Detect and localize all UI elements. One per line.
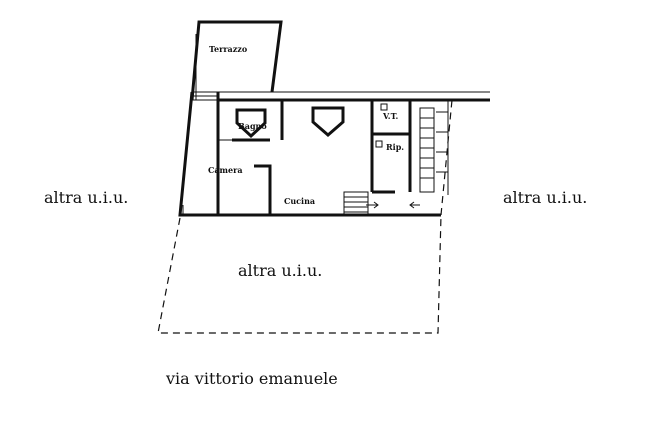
room-label-cucina: Cucina bbox=[284, 196, 315, 206]
room-label-camera: Camera bbox=[208, 165, 243, 175]
street-label: via vittorio emanuele bbox=[165, 369, 338, 388]
other-unit-bottom-label: altra u.i.u. bbox=[238, 261, 322, 280]
room-label-bagno: Bagno bbox=[238, 121, 267, 131]
other-unit-right-label: altra u.i.u. bbox=[503, 188, 587, 207]
other-unit-outline bbox=[157, 99, 453, 334]
room-label-terrazzo: Terrazzo bbox=[209, 44, 248, 54]
terrace bbox=[190, 20, 283, 101]
room-label-rip: Rip. bbox=[386, 142, 404, 152]
fixtures bbox=[235, 103, 388, 148]
room-label-vt: V.T. bbox=[382, 111, 399, 121]
other-unit-left-label: altra u.i.u. bbox=[44, 188, 128, 207]
apartment-walls bbox=[178, 91, 490, 217]
